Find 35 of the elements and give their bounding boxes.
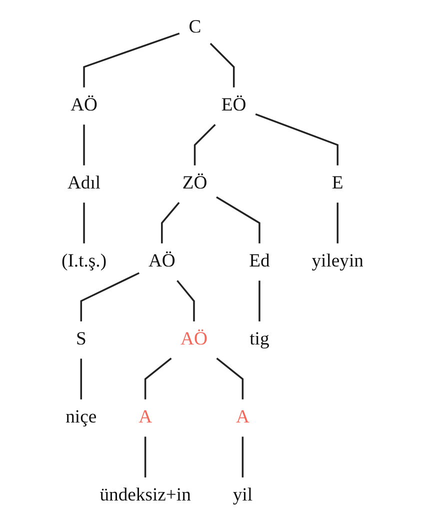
node-text: ZÖ <box>182 174 208 194</box>
node-text: Ed <box>249 252 270 272</box>
connector <box>242 436 244 478</box>
connector <box>336 202 338 244</box>
connector <box>80 358 82 400</box>
connector <box>176 280 195 322</box>
connector <box>216 196 260 244</box>
node-text: yileyin <box>312 252 364 272</box>
connector <box>144 358 172 400</box>
connector <box>144 436 146 478</box>
connector <box>161 202 180 244</box>
connector <box>83 124 85 166</box>
connector <box>194 124 216 166</box>
node-text: AÖ <box>70 95 98 116</box>
node-text: A <box>236 408 250 428</box>
connector <box>80 272 140 322</box>
node-text: AÖ <box>148 252 176 272</box>
node-text: ündeksiz+in <box>100 486 191 506</box>
node-text: Adıl <box>67 174 101 194</box>
node-text: S <box>76 330 86 350</box>
connector <box>210 42 235 88</box>
node-text: A <box>138 408 152 428</box>
node-text: AÖ <box>180 330 208 350</box>
node-text: C <box>188 17 202 38</box>
node-text: EÖ <box>221 95 246 116</box>
node-text: tig <box>250 330 270 350</box>
node-text: (I.t.ş.) <box>62 252 107 272</box>
connector <box>83 32 180 88</box>
node-text: E <box>332 174 344 194</box>
node-text: yil <box>232 486 253 506</box>
connector <box>255 113 338 166</box>
connector <box>83 202 85 244</box>
connector <box>216 358 244 400</box>
connector <box>258 280 260 322</box>
node-text: niçe <box>66 408 97 428</box>
